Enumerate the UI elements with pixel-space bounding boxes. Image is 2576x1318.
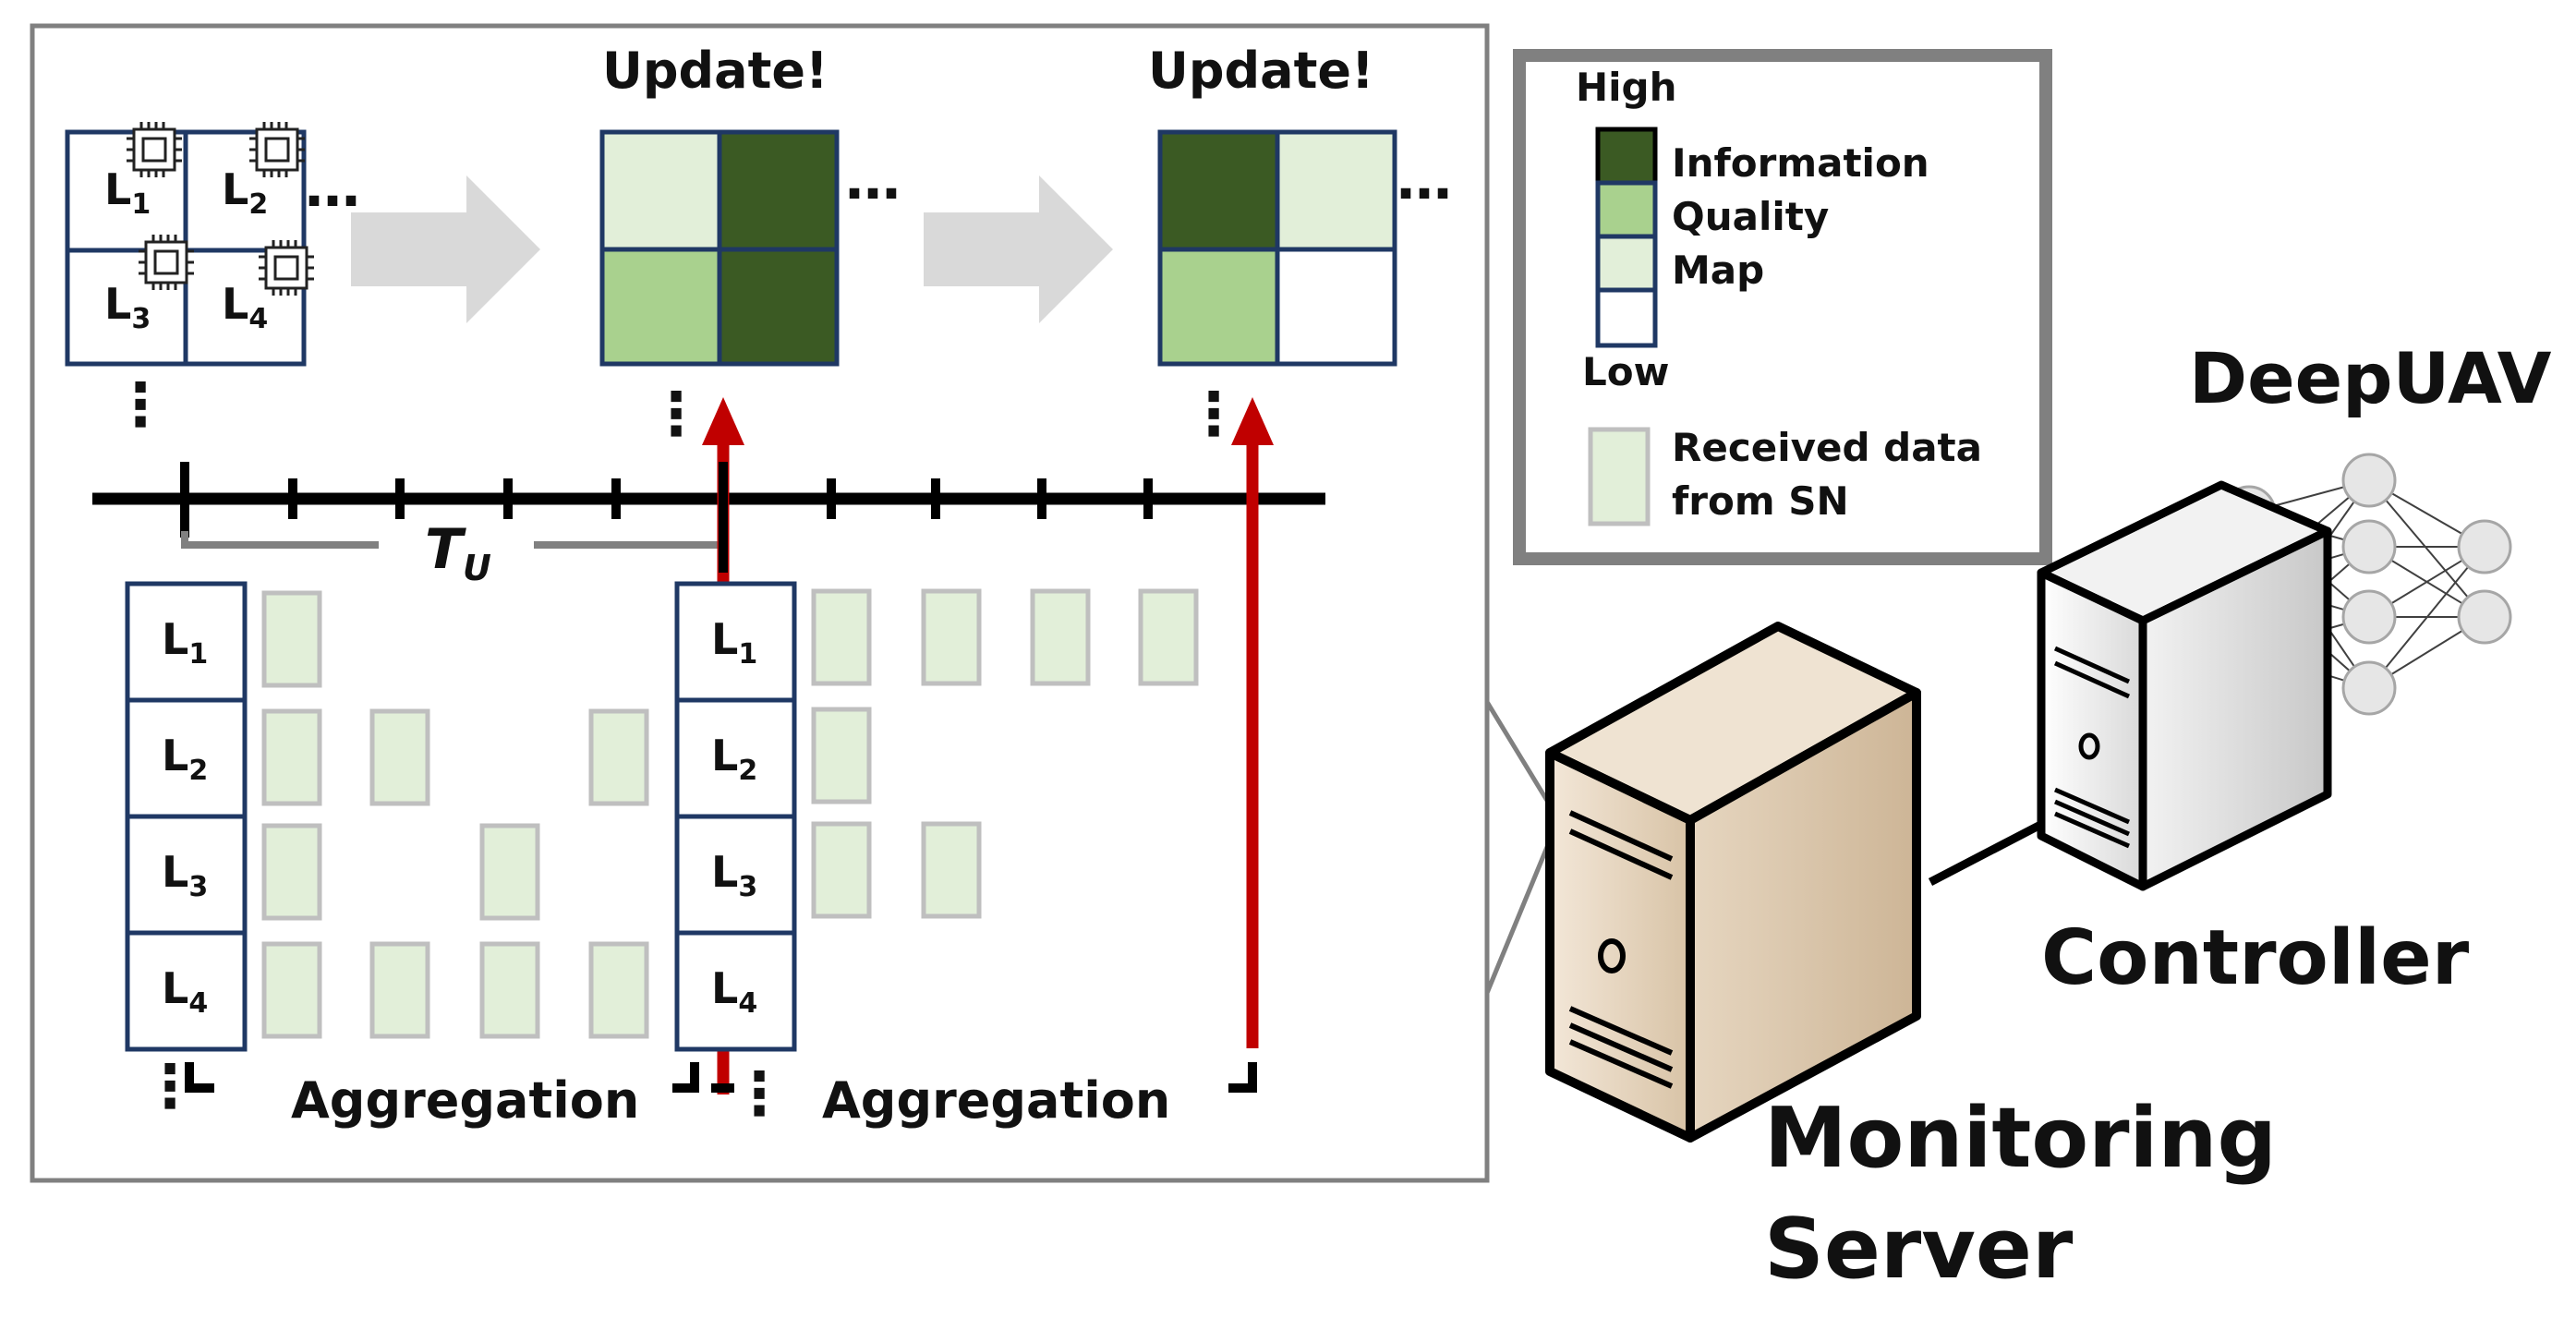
progress-arrow-1 <box>351 175 540 323</box>
legend-map-label: Map <box>1672 248 1765 293</box>
aggregation-label-2: Aggregation <box>822 1071 1171 1130</box>
column-2-label-l1: L1 <box>711 614 758 671</box>
controller-front-details <box>2053 646 2131 849</box>
grid-label-l1: L1 <box>104 164 151 222</box>
monitoring-server-label-1: Monitoring <box>1764 1090 2277 1187</box>
monitoring-server-front-details <box>1568 810 1674 1089</box>
ellipsis-vertical: ⋮ <box>140 1053 200 1121</box>
controller-label: Controller <box>2041 914 2470 1002</box>
received-data-tiles <box>261 588 1199 1039</box>
column-2-label-l4: L4 <box>711 963 758 1021</box>
column-1-label-l4: L4 <box>162 963 209 1021</box>
update-label-2: Update! <box>1148 42 1374 100</box>
monitoring-server-label-2: Server <box>1764 1201 2074 1298</box>
column-2-label-l3: L3 <box>711 847 758 904</box>
location-column-1 <box>125 581 248 1052</box>
update-arrow-2 <box>1231 397 1274 1048</box>
sensor-chip-icon <box>127 122 182 177</box>
grid-label-l3: L3 <box>104 279 151 336</box>
timeline-ticks <box>180 462 1153 538</box>
legend-quality-label: Quality <box>1672 194 1830 239</box>
sensor-chip-icon <box>249 122 305 177</box>
column-1-label-l3: L3 <box>162 847 209 904</box>
monitoring-server-icon <box>1545 622 1921 1143</box>
column-2-label-l2: L2 <box>711 731 758 788</box>
location-column-2 <box>674 581 797 1052</box>
legend-high-label: High <box>1576 65 1677 110</box>
legend-received-label-1: Received data <box>1672 425 1982 470</box>
ellipsis-horizontal: … <box>305 155 360 220</box>
zoom-line-top <box>1484 700 1554 810</box>
period-label: TU <box>425 517 491 588</box>
grid-label-l2: L2 <box>222 164 269 222</box>
server-connection-cable <box>1928 818 2049 886</box>
aggregation-label-1: Aggregation <box>291 1071 640 1130</box>
aggregation-bracket-1-right <box>672 1062 699 1093</box>
zoom-line-bottom <box>1484 835 1554 994</box>
legend-low-label: Low <box>1582 349 1670 394</box>
aggregation-bracket-2-right <box>1228 1062 1257 1093</box>
grid-label-l4: L4 <box>222 279 269 336</box>
aggregation-bracket-1-left <box>185 1062 214 1093</box>
ellipsis-horizontal: … <box>1397 148 1452 212</box>
sensor-chip-icon <box>259 240 314 296</box>
legend-info-label: Information <box>1672 140 1929 186</box>
column-1-label-l2: L2 <box>162 731 209 788</box>
info-quality-map-2 <box>1157 129 1397 367</box>
ellipsis-vertical: ⋮ <box>730 1060 789 1129</box>
deepuav-label: DeepUAV <box>2189 337 2552 419</box>
ellipsis-horizontal: … <box>845 148 901 212</box>
legend-received-swatch <box>1588 427 1651 526</box>
sensor-chip-icon <box>139 235 194 290</box>
ellipsis-vertical: ⋮ <box>647 381 706 449</box>
update-label-1: Update! <box>602 42 828 100</box>
column-1-label-l1: L1 <box>162 614 209 671</box>
legend-received-label-2: from SN <box>1672 478 1849 524</box>
legend-scale <box>1595 127 1658 348</box>
initial-grid <box>65 129 307 367</box>
progress-arrow-2 <box>924 175 1113 323</box>
ellipsis-vertical: ⋮ <box>111 371 170 440</box>
main-panel-frame <box>30 23 1490 1183</box>
info-quality-map-1 <box>599 129 840 367</box>
ellipsis-vertical: ⋮ <box>1184 381 1243 449</box>
